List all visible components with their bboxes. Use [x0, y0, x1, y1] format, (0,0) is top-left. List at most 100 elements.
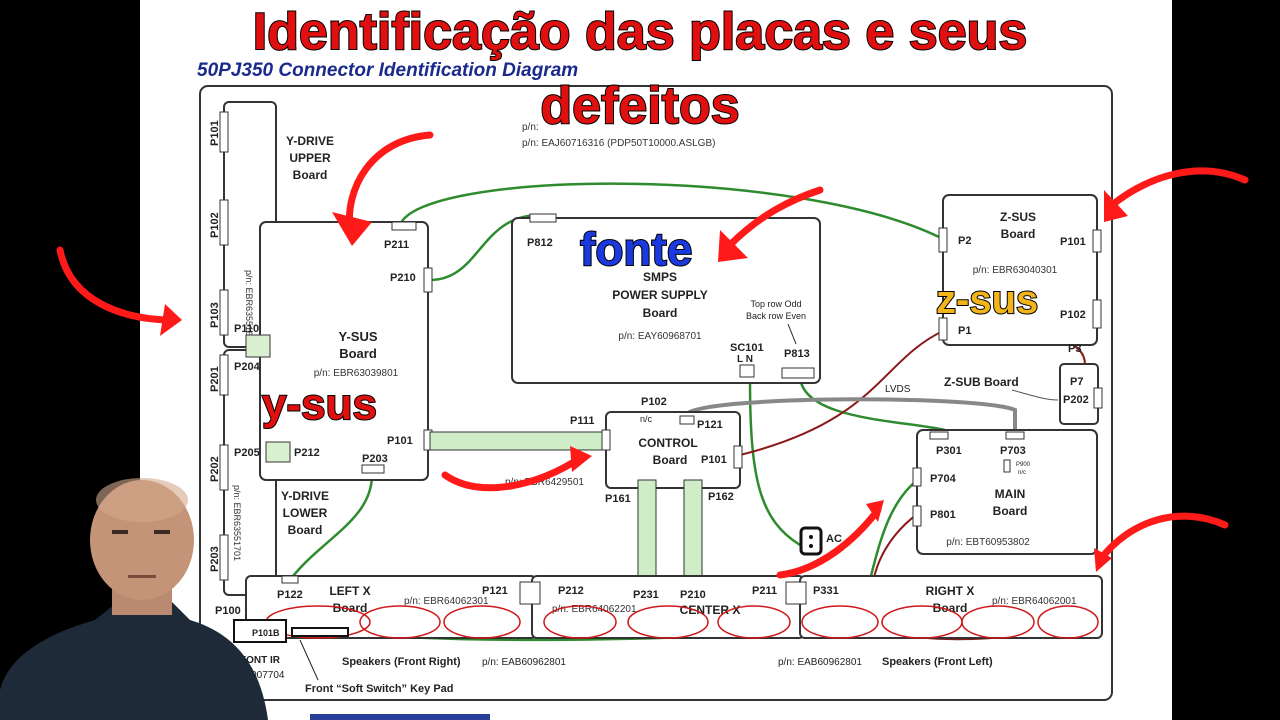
outer-frame	[199, 85, 1113, 701]
arrowhead-control	[570, 446, 592, 472]
ellipse-6	[717, 605, 791, 639]
flat-cable-p161-p231	[637, 479, 657, 581]
label-p210-cx: P210	[680, 589, 706, 601]
main-line2: Board	[993, 504, 1028, 518]
label-p2: P2	[958, 235, 971, 247]
label-p102-yd: P102	[209, 212, 221, 238]
zsus-line2: Board	[1001, 227, 1036, 241]
lvds-label: LVDS	[885, 384, 911, 395]
arrowhead-smps	[718, 230, 748, 262]
zsub-label: Z-SUB Board	[944, 375, 1019, 389]
label-p202-yd: P202	[209, 456, 221, 482]
ellipse-9	[961, 605, 1035, 639]
ydrive-lower-pn: p/n: EBR63551701	[232, 485, 242, 561]
label-p202-zsub: P202	[1063, 394, 1089, 406]
label-p205: P205	[234, 447, 260, 459]
label-p210-ysus: P210	[390, 272, 416, 284]
label-fonte: fonte	[579, 222, 693, 276]
smps-note-1: Top row Odd	[750, 299, 801, 309]
ellipse-2	[359, 605, 441, 639]
p813-connector	[781, 367, 815, 379]
p101-control-connector	[733, 445, 743, 469]
label-p211-cx: P211	[752, 585, 777, 597]
ellipse-10	[1037, 605, 1099, 639]
smps-line2: POWER SUPPLY	[612, 288, 708, 302]
diagram-title: 50PJ350 Connector Identification Diagram	[197, 60, 578, 81]
presenter-shirt	[0, 600, 268, 720]
smps-board	[511, 217, 821, 384]
p2-connector	[938, 227, 948, 253]
ysus-line2: Board	[339, 346, 377, 361]
label-p102-control: P102	[641, 396, 667, 408]
arrow-ydrive	[345, 131, 434, 234]
right-x-line2: Board	[933, 601, 968, 615]
p101-connector	[219, 111, 229, 153]
label-p101-control: P101	[701, 454, 727, 466]
flat-cable-p162-p210	[683, 479, 703, 581]
ysus-line1: Y-SUS	[338, 329, 377, 344]
label-p801: P801	[930, 509, 956, 521]
p121-p212-connector	[519, 581, 541, 605]
arrow-main	[776, 506, 882, 579]
label-ln: L N	[737, 354, 753, 365]
label-p100: P100	[215, 605, 241, 617]
arrow-control	[441, 454, 584, 492]
arrowhead-ydrive	[332, 212, 372, 246]
p203-ysus-connector	[361, 464, 385, 474]
label-ac: AC	[826, 533, 842, 545]
label-p812: P812	[527, 237, 553, 249]
label-p122: P122	[277, 589, 303, 601]
label-nc-control: n/c	[640, 414, 653, 424]
label-p212-cx: P212	[558, 585, 584, 597]
center-x-label: CENTER X	[680, 603, 741, 617]
label-p212: P212	[294, 447, 320, 459]
right-x-line1: RIGHT X	[926, 584, 975, 598]
smps-pn: p/n: EAY60968701	[618, 331, 702, 342]
p205-p212-cable	[265, 441, 291, 463]
ydrive-lower-line1: Y-DRIVE	[281, 489, 329, 503]
sc101-connector	[739, 364, 755, 378]
ydrive-upper-line2: UPPER	[289, 151, 331, 165]
front-ir-board	[233, 619, 287, 643]
label-p3: P3	[1068, 343, 1081, 355]
label-p331: P331	[813, 585, 839, 597]
zsus-line1: Z-SUS	[1000, 210, 1036, 224]
ydrive-upper-pn: p/n: EBR63551601	[244, 270, 254, 346]
label-p102-zsus: P102	[1060, 309, 1086, 321]
label-p703: P703	[1000, 445, 1026, 457]
main-line1: MAIN	[995, 487, 1026, 501]
presenter-photo	[0, 478, 268, 720]
label-p704: P704	[930, 473, 957, 485]
arrowhead-zsus	[1104, 190, 1128, 222]
label-p101-zsus: P101	[1060, 236, 1086, 248]
wire-p211-zsus	[398, 182, 946, 242]
arrow-zsus	[1108, 167, 1249, 209]
p211-connector	[391, 221, 417, 231]
p1-connector	[938, 317, 948, 341]
speakers-left-pn: p/n: EAB60962801	[778, 657, 862, 668]
label-sc101: SC101	[730, 342, 764, 354]
speakers-left-label: Speakers (Front Left)	[882, 656, 993, 668]
label-p121-lx: P121	[482, 585, 508, 597]
keypad-board	[291, 627, 349, 637]
p102-connector	[219, 199, 229, 246]
p102-zsus-connector	[1092, 299, 1102, 329]
p201-connector	[219, 354, 229, 396]
label-p111: P111	[570, 415, 594, 427]
label-p231: P231	[633, 589, 659, 601]
front-ir-label: FONT IR	[240, 655, 281, 666]
p301-connector	[929, 431, 949, 440]
p203-connector	[219, 534, 229, 581]
p202-connector	[219, 444, 229, 491]
speakers-right-label: Speakers (Front Right)	[342, 656, 461, 668]
keypad-pointer	[299, 639, 319, 681]
lvds-pointer	[1011, 389, 1059, 401]
front-ir-pn: 55007704	[240, 670, 285, 681]
red-arrowheads	[160, 190, 1128, 572]
wire-p1-control	[739, 329, 946, 456]
control-line2: Board	[653, 453, 688, 467]
label-p203-yd: P203	[209, 546, 221, 572]
ellipse-5	[627, 605, 709, 639]
wire-sc101-ac	[748, 379, 801, 547]
label-p162: P162	[708, 491, 734, 503]
